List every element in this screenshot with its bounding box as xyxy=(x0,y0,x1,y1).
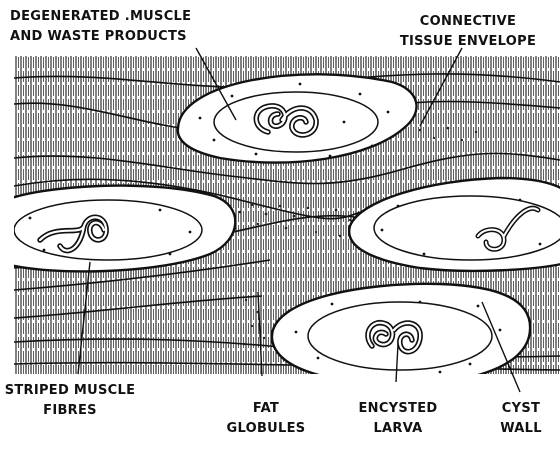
muscle-tissue xyxy=(6,56,560,384)
label-striped-muscle: STRIPED MUSCLE FIBRES xyxy=(5,383,136,418)
label-encysted-larva-line1: ENCYSTED xyxy=(358,401,437,416)
label-cyst-wall-line1: CYST xyxy=(502,401,540,416)
label-encysted-larva: ENCYSTED LARVA xyxy=(358,401,437,436)
label-fat-globules: FAT GLOBULES xyxy=(227,401,306,436)
label-degenerated-muscle-line1: DEGENERATED .MUSCLE xyxy=(10,9,191,24)
label-fat-globules-line1: FAT xyxy=(253,401,279,416)
label-degenerated-muscle: DEGENERATED .MUSCLE AND WASTE PRODUCTS xyxy=(10,9,191,44)
label-connective-tissue: CONNECTIVE TISSUE ENVELOPE xyxy=(400,14,536,49)
label-fat-globules-line2: GLOBULES xyxy=(227,421,306,436)
label-cyst-wall: CYST WALL xyxy=(500,401,542,436)
label-encysted-larva-line2: LARVA xyxy=(373,421,422,436)
label-degenerated-muscle-line2: AND WASTE PRODUCTS xyxy=(10,29,187,44)
label-striped-muscle-line1: STRIPED MUSCLE xyxy=(5,383,136,398)
label-cyst-wall-line2: WALL xyxy=(500,421,542,436)
cyst-inner-capsule xyxy=(374,196,560,260)
label-striped-muscle-line2: FIBRES xyxy=(43,403,97,418)
label-connective-tissue-line1: CONNECTIVE xyxy=(420,14,516,29)
label-connective-tissue-line2: TISSUE ENVELOPE xyxy=(400,34,536,49)
